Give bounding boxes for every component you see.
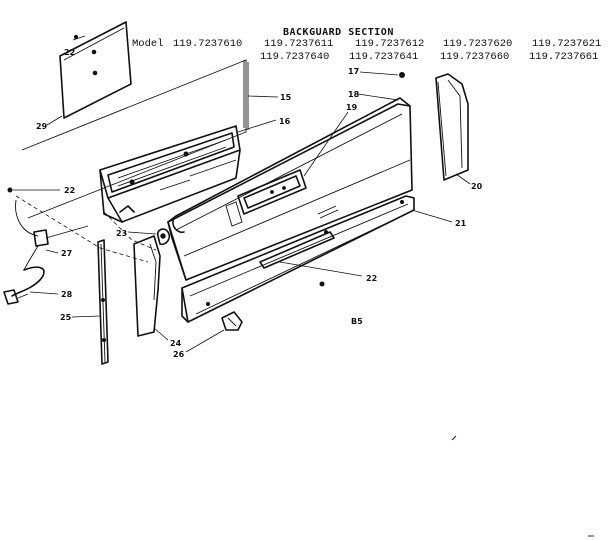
callout-29: 29: [36, 122, 48, 131]
callout-20: 20: [471, 182, 483, 191]
model-number: 119.7237660: [440, 51, 509, 63]
part-right-end-cap: [435, 73, 469, 181]
part-front-trim-panel: [181, 195, 415, 323]
callout-21: 21: [455, 219, 467, 228]
model-number: 119.7237640: [260, 51, 329, 63]
callout-19: 19: [346, 103, 358, 112]
callout-18: 18: [348, 90, 360, 99]
model-number: 119.7237610: [173, 38, 242, 50]
callout-15: 15: [280, 93, 292, 102]
callout-24: 24: [170, 339, 182, 348]
model-number: 119.7237661: [529, 51, 598, 63]
model-number: 119.7237641: [349, 51, 418, 63]
callout-27: 27: [61, 249, 72, 258]
part-small-clip: [221, 311, 243, 331]
model-number: 119.7237621: [532, 38, 601, 50]
part-side-trim-strip: [97, 239, 109, 365]
part-wire-harness: [3, 199, 89, 305]
part-backguard-body: [167, 97, 413, 281]
callout-25: 25: [60, 313, 72, 322]
callout-16: 16: [279, 117, 291, 126]
callout-22: 22: [366, 274, 377, 283]
footer-code: B5: [351, 317, 363, 326]
part-back-plate: [59, 21, 132, 119]
part-clip: [156, 228, 171, 246]
callout-26: 26: [173, 350, 185, 359]
callout-28: 28: [61, 290, 73, 299]
callout-22: 22: [64, 186, 75, 195]
part-left-end-cap: [133, 235, 161, 337]
callout-22: 22: [64, 48, 75, 57]
callout-23: 23: [116, 229, 127, 238]
callout-17: 17: [348, 67, 359, 76]
model-number: 119.7237612: [355, 38, 424, 50]
model-number: 119.7237611: [264, 38, 333, 50]
model-label: Model: [132, 38, 164, 50]
part-control-housing: [99, 125, 241, 223]
section-title: BACKGUARD SECTION: [283, 27, 394, 38]
model-number: 119.7237620: [443, 38, 512, 50]
